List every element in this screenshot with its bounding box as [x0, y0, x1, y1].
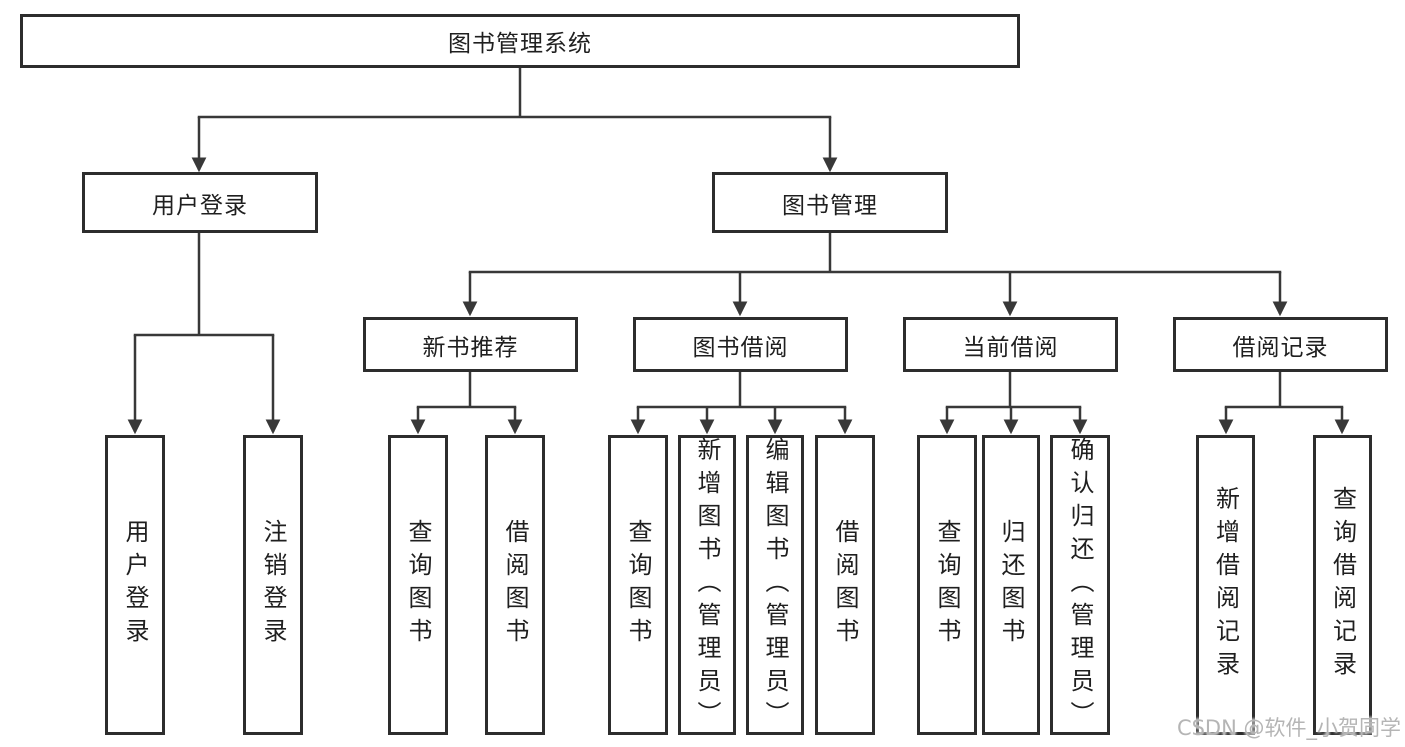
leaf-query-borrow-record: 查询借阅记录: [1313, 435, 1372, 735]
node-label: 图书借阅: [692, 334, 789, 361]
node-current-borrowing: 当前借阅: [903, 317, 1118, 372]
leaf-borrow-books-1: 借阅图书: [485, 435, 545, 735]
node-label: 用户登录: [152, 192, 248, 219]
node-book-management-system: 图书管理系统: [20, 14, 1020, 68]
leaf-add-books-admin: 新增图书（管理员）: [678, 435, 736, 735]
node-book-management: 图书管理: [712, 172, 948, 233]
leaf-logout: 注销登录: [243, 435, 303, 735]
leaf-borrow-books-2: 借阅图书: [815, 435, 875, 735]
node-label: 查询图书: [933, 519, 961, 651]
leaf-query-books-1: 查询图书: [388, 435, 448, 735]
leaf-edit-books-admin: 编辑图书（管理员）: [746, 435, 804, 735]
node-label: 新增图书（管理员）: [693, 436, 721, 734]
leaf-query-books-3: 查询图书: [917, 435, 977, 735]
node-label: 新增借阅记录: [1211, 486, 1240, 684]
node-label: 编辑图书（管理员）: [761, 436, 789, 734]
node-label: 查询图书: [404, 519, 432, 651]
node-label: 借阅图书: [831, 519, 859, 651]
node-borrowing-record: 借阅记录: [1173, 317, 1388, 372]
leaf-confirm-return-admin: 确认归还（管理员）: [1050, 435, 1110, 735]
node-label: 图书管理: [782, 192, 878, 219]
node-label: 确认归还（管理员）: [1066, 436, 1094, 734]
node-label: 借阅图书: [501, 519, 529, 651]
leaf-user-login: 用户登录: [105, 435, 165, 735]
node-label: 借阅记录: [1232, 334, 1329, 361]
connector-line-group: [127, 68, 1350, 435]
node-label: 新书推荐: [422, 334, 519, 361]
node-label: 当前借阅: [962, 334, 1059, 361]
node-label: 归还图书: [997, 519, 1025, 651]
node-user-login: 用户登录: [82, 172, 318, 233]
csdn-watermark: CSDN @软件_小贺同学: [1176, 716, 1401, 740]
node-book-borrowing: 图书借阅: [633, 317, 848, 372]
node-label: 注销登录: [259, 519, 287, 651]
node-new-book-recommendation: 新书推荐: [363, 317, 578, 372]
node-label: 查询图书: [624, 519, 652, 651]
node-label: 用户登录: [121, 519, 149, 651]
node-label: 查询借阅记录: [1328, 486, 1357, 684]
node-label: 图书管理系统: [448, 31, 592, 57]
leaf-query-books-2: 查询图书: [608, 435, 668, 735]
leaf-return-books: 归还图书: [982, 435, 1040, 735]
leaf-add-borrow-record: 新增借阅记录: [1196, 435, 1255, 735]
